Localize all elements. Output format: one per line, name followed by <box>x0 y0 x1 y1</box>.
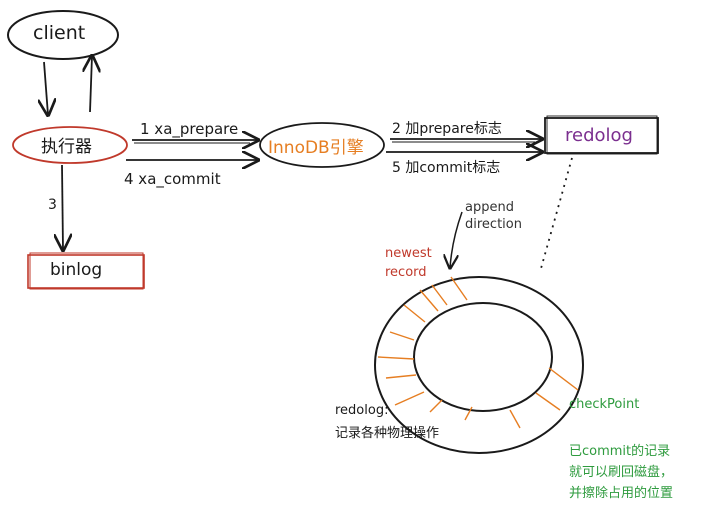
binlog-label: binlog <box>50 260 103 280</box>
checkpoint-label: checkPoint <box>569 397 640 412</box>
redolog-note-body: 记录各种物理操作 <box>335 426 440 441</box>
newest-label-line2: record <box>385 265 427 280</box>
arrow-executor-to-binlog <box>62 164 63 250</box>
binlog-node-shape-sketch <box>29 252 144 290</box>
redolog-node-shape-sketch <box>546 115 658 155</box>
client-node-shape <box>7 10 119 60</box>
ring-segment-ticks <box>377 276 579 429</box>
redolog-label: redolog <box>565 125 633 146</box>
ring-outer <box>374 276 584 454</box>
redolog-dotted-connector <box>539 157 573 273</box>
edge-label-step5: 5 加commit标志 <box>392 160 501 176</box>
innodb-node-shape <box>259 122 385 168</box>
redolog-note-title: redolog: <box>335 403 389 418</box>
binlog-node-shape <box>27 254 145 289</box>
edge-label-step4: 4 xa_commit <box>124 170 221 188</box>
arrow-client-to-executor <box>44 61 48 115</box>
client-label: client <box>33 22 86 44</box>
commit-note-line1: 已commit的记录 <box>569 444 671 459</box>
redolog-node-shape <box>544 117 659 154</box>
append-label-line1: append <box>465 200 514 215</box>
executor-node-shape <box>12 126 128 164</box>
arrow-executor-to-client <box>90 56 92 113</box>
append-direction-arrow <box>450 211 463 268</box>
edge-label-step3: 3 <box>48 197 57 213</box>
newest-label-line1: newest <box>385 246 432 261</box>
commit-note-line3: 并擦除占用的位置 <box>569 486 674 501</box>
append-label-line2: direction <box>465 217 522 232</box>
edge-label-step1: 1 xa_prepare <box>140 120 239 138</box>
innodb-label: InnoDB引擎 <box>268 138 364 158</box>
executor-label: 执行器 <box>41 137 92 157</box>
ring-inner <box>413 302 553 412</box>
commit-note-line2: 就可以刷回磁盘， <box>569 465 674 480</box>
edge-label-step2: 2 加prepare标志 <box>392 121 502 137</box>
